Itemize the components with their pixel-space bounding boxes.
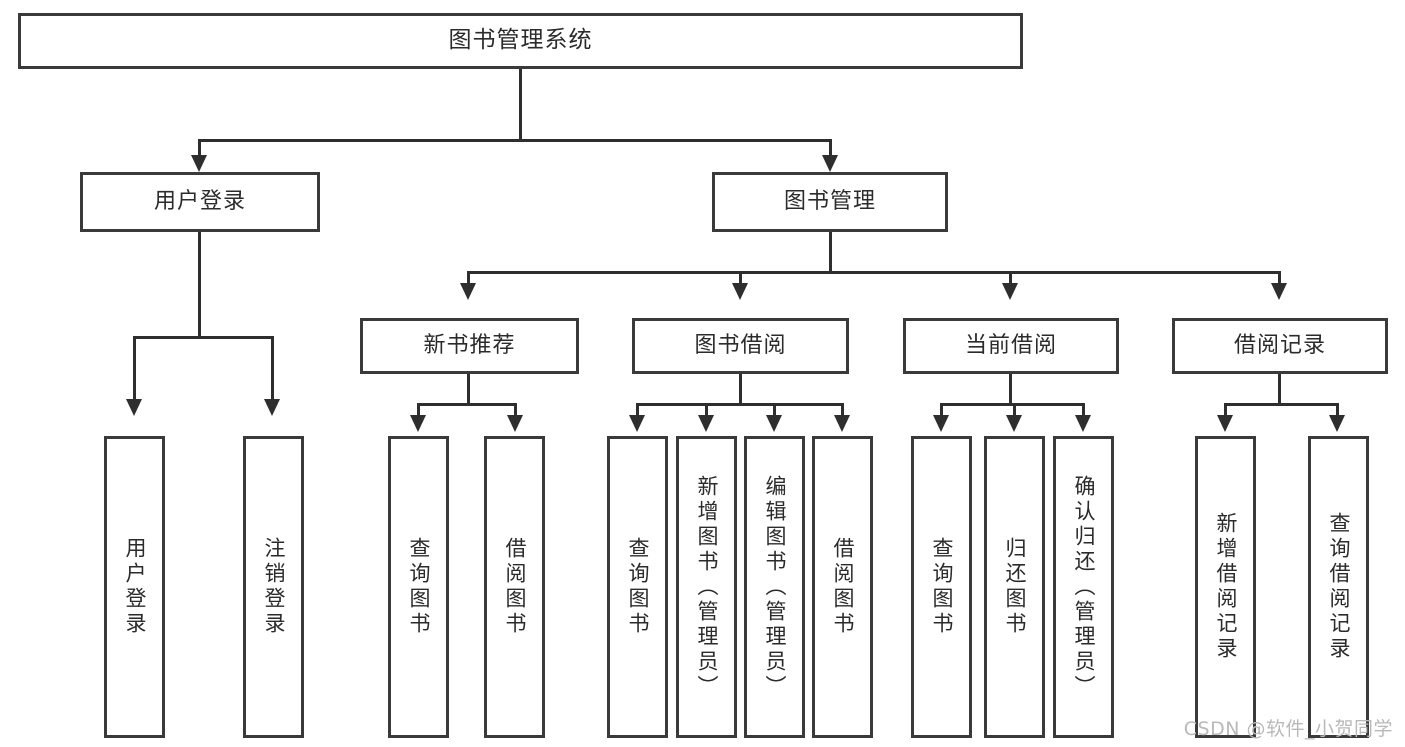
connector-root-stem [519,69,522,141]
arrow-bookborrow-to-leaf1 [629,415,645,432]
node-label: 确认归还（管理员） [1072,474,1097,700]
connector-current-to-leaf1 [940,403,943,417]
connector-current-to-leaf3 [1082,403,1085,417]
connector-recommend-to-leaf1 [417,403,420,417]
connector-current-stem [1009,374,1012,405]
node-label: 新增图书（管理员） [695,474,720,700]
connector-user-login-bus [133,336,271,339]
arrow-record-to-leaf2 [1329,415,1345,432]
node-label: 查询图书 [407,537,432,637]
connector-bookborrow-to-leaf1 [636,403,639,417]
node-book-management[interactable]: 图书管理 [712,172,948,232]
arrow-root-to-user-login [191,155,207,172]
node-new-book-recommend[interactable]: 新书推荐 [360,318,579,374]
arrow-bookborrow-to-leaf2 [698,415,714,432]
connector-bm-to-current [1009,271,1012,285]
arrow-user-login-to-leaf2 [264,399,280,416]
node-leaf-user-login[interactable]: 用户登录 [104,436,165,738]
connector-user-login-stem [198,232,201,338]
node-label: 编辑图书（管理员） [763,474,788,700]
node-borrow-record[interactable]: 借阅记录 [1172,318,1388,374]
connector-current-bus [940,403,1084,406]
node-label: 新书推荐 [423,332,516,358]
connector-record-stem [1278,374,1281,405]
arrow-bm-to-current [1002,283,1018,300]
arrow-bm-to-borrow [732,283,748,300]
arrow-current-to-leaf2 [1006,415,1022,432]
node-label: 图书借阅 [694,332,787,358]
node-current-borrow[interactable]: 当前借阅 [903,318,1119,374]
connector-root-to-user-login [198,139,201,159]
connector-user-login-to-leaf2 [271,336,274,402]
arrow-bookborrow-to-leaf4 [834,415,850,432]
node-label: 图书管理 [783,188,876,214]
connector-record-to-leaf2 [1336,403,1339,417]
node-leaf-query-book-borrow[interactable]: 查询图书 [607,436,668,738]
connector-recommend-bus [417,403,517,406]
node-leaf-query-book-current[interactable]: 查询图书 [911,436,972,738]
connector-bookborrow-to-leaf4 [841,403,844,417]
node-leaf-logout[interactable]: 注销登录 [243,436,304,738]
node-label: 查询图书 [930,537,955,637]
connector-record-to-leaf1 [1224,403,1227,417]
node-label: 查询借阅记录 [1327,512,1352,662]
node-label: 图书管理系统 [448,27,593,54]
node-leaf-confirm-return-admin[interactable]: 确认归还（管理员） [1053,436,1114,738]
node-label: 借阅记录 [1233,332,1326,358]
node-leaf-query-book-recommend[interactable]: 查询图书 [388,436,449,738]
connector-bm-to-borrow [739,271,742,285]
node-leaf-query-borrow-record[interactable]: 查询借阅记录 [1308,436,1369,738]
connector-bookborrow-bus [636,403,843,406]
connector-bm-to-recommend [467,271,470,285]
node-book-borrow[interactable]: 图书借阅 [632,318,849,374]
connector-bm-to-record [1278,271,1281,285]
node-label: 注销登录 [262,537,287,637]
arrow-bm-to-recommend [460,283,476,300]
node-leaf-add-book-admin[interactable]: 新增图书（管理员） [676,436,737,738]
node-label: 查询图书 [626,537,651,637]
node-label: 用户登录 [153,188,246,214]
connector-current-to-leaf2 [1013,403,1016,417]
arrow-record-to-leaf1 [1217,415,1233,432]
arrow-bm-to-record [1271,283,1287,300]
connector-recommend-stem [467,374,470,405]
node-leaf-edit-book-admin[interactable]: 编辑图书（管理员） [744,436,805,738]
node-label: 借阅图书 [503,537,528,637]
node-user-login[interactable]: 用户登录 [80,172,320,232]
node-label: 新增借阅记录 [1214,512,1239,662]
node-label: 用户登录 [123,537,148,637]
node-leaf-add-borrow-record[interactable]: 新增借阅记录 [1195,436,1256,738]
arrow-root-to-book-management [822,155,838,172]
connector-record-bus [1224,403,1339,406]
connector-user-login-to-leaf1 [133,336,136,402]
node-root-book-management-system[interactable]: 图书管理系统 [18,13,1023,69]
watermark-text: CSDN @软件_小贺同学 [1183,718,1393,740]
arrow-bookborrow-to-leaf3 [766,415,782,432]
node-leaf-borrow-book[interactable]: 借阅图书 [812,436,873,738]
arrow-recommend-to-leaf1 [410,415,426,432]
node-leaf-borrow-book-recommend[interactable]: 借阅图书 [484,436,545,738]
connector-bookborrow-stem [739,374,742,405]
node-leaf-return-book[interactable]: 归还图书 [984,436,1045,738]
arrow-recommend-to-leaf2 [507,415,523,432]
node-label: 归还图书 [1003,537,1028,637]
connector-root-to-book-management [829,139,832,159]
connector-root-bus [198,139,832,142]
node-label: 借阅图书 [831,537,856,637]
arrow-current-to-leaf3 [1075,415,1091,432]
arrow-current-to-leaf1 [933,415,949,432]
connector-recommend-to-leaf2 [514,403,517,417]
arrow-user-login-to-leaf1 [126,399,142,416]
connector-book-management-stem [829,232,832,273]
node-label: 当前借阅 [964,332,1057,358]
connector-bookborrow-to-leaf2 [705,403,708,417]
connector-bookborrow-to-leaf3 [773,403,776,417]
connector-book-management-bus [467,271,1281,274]
